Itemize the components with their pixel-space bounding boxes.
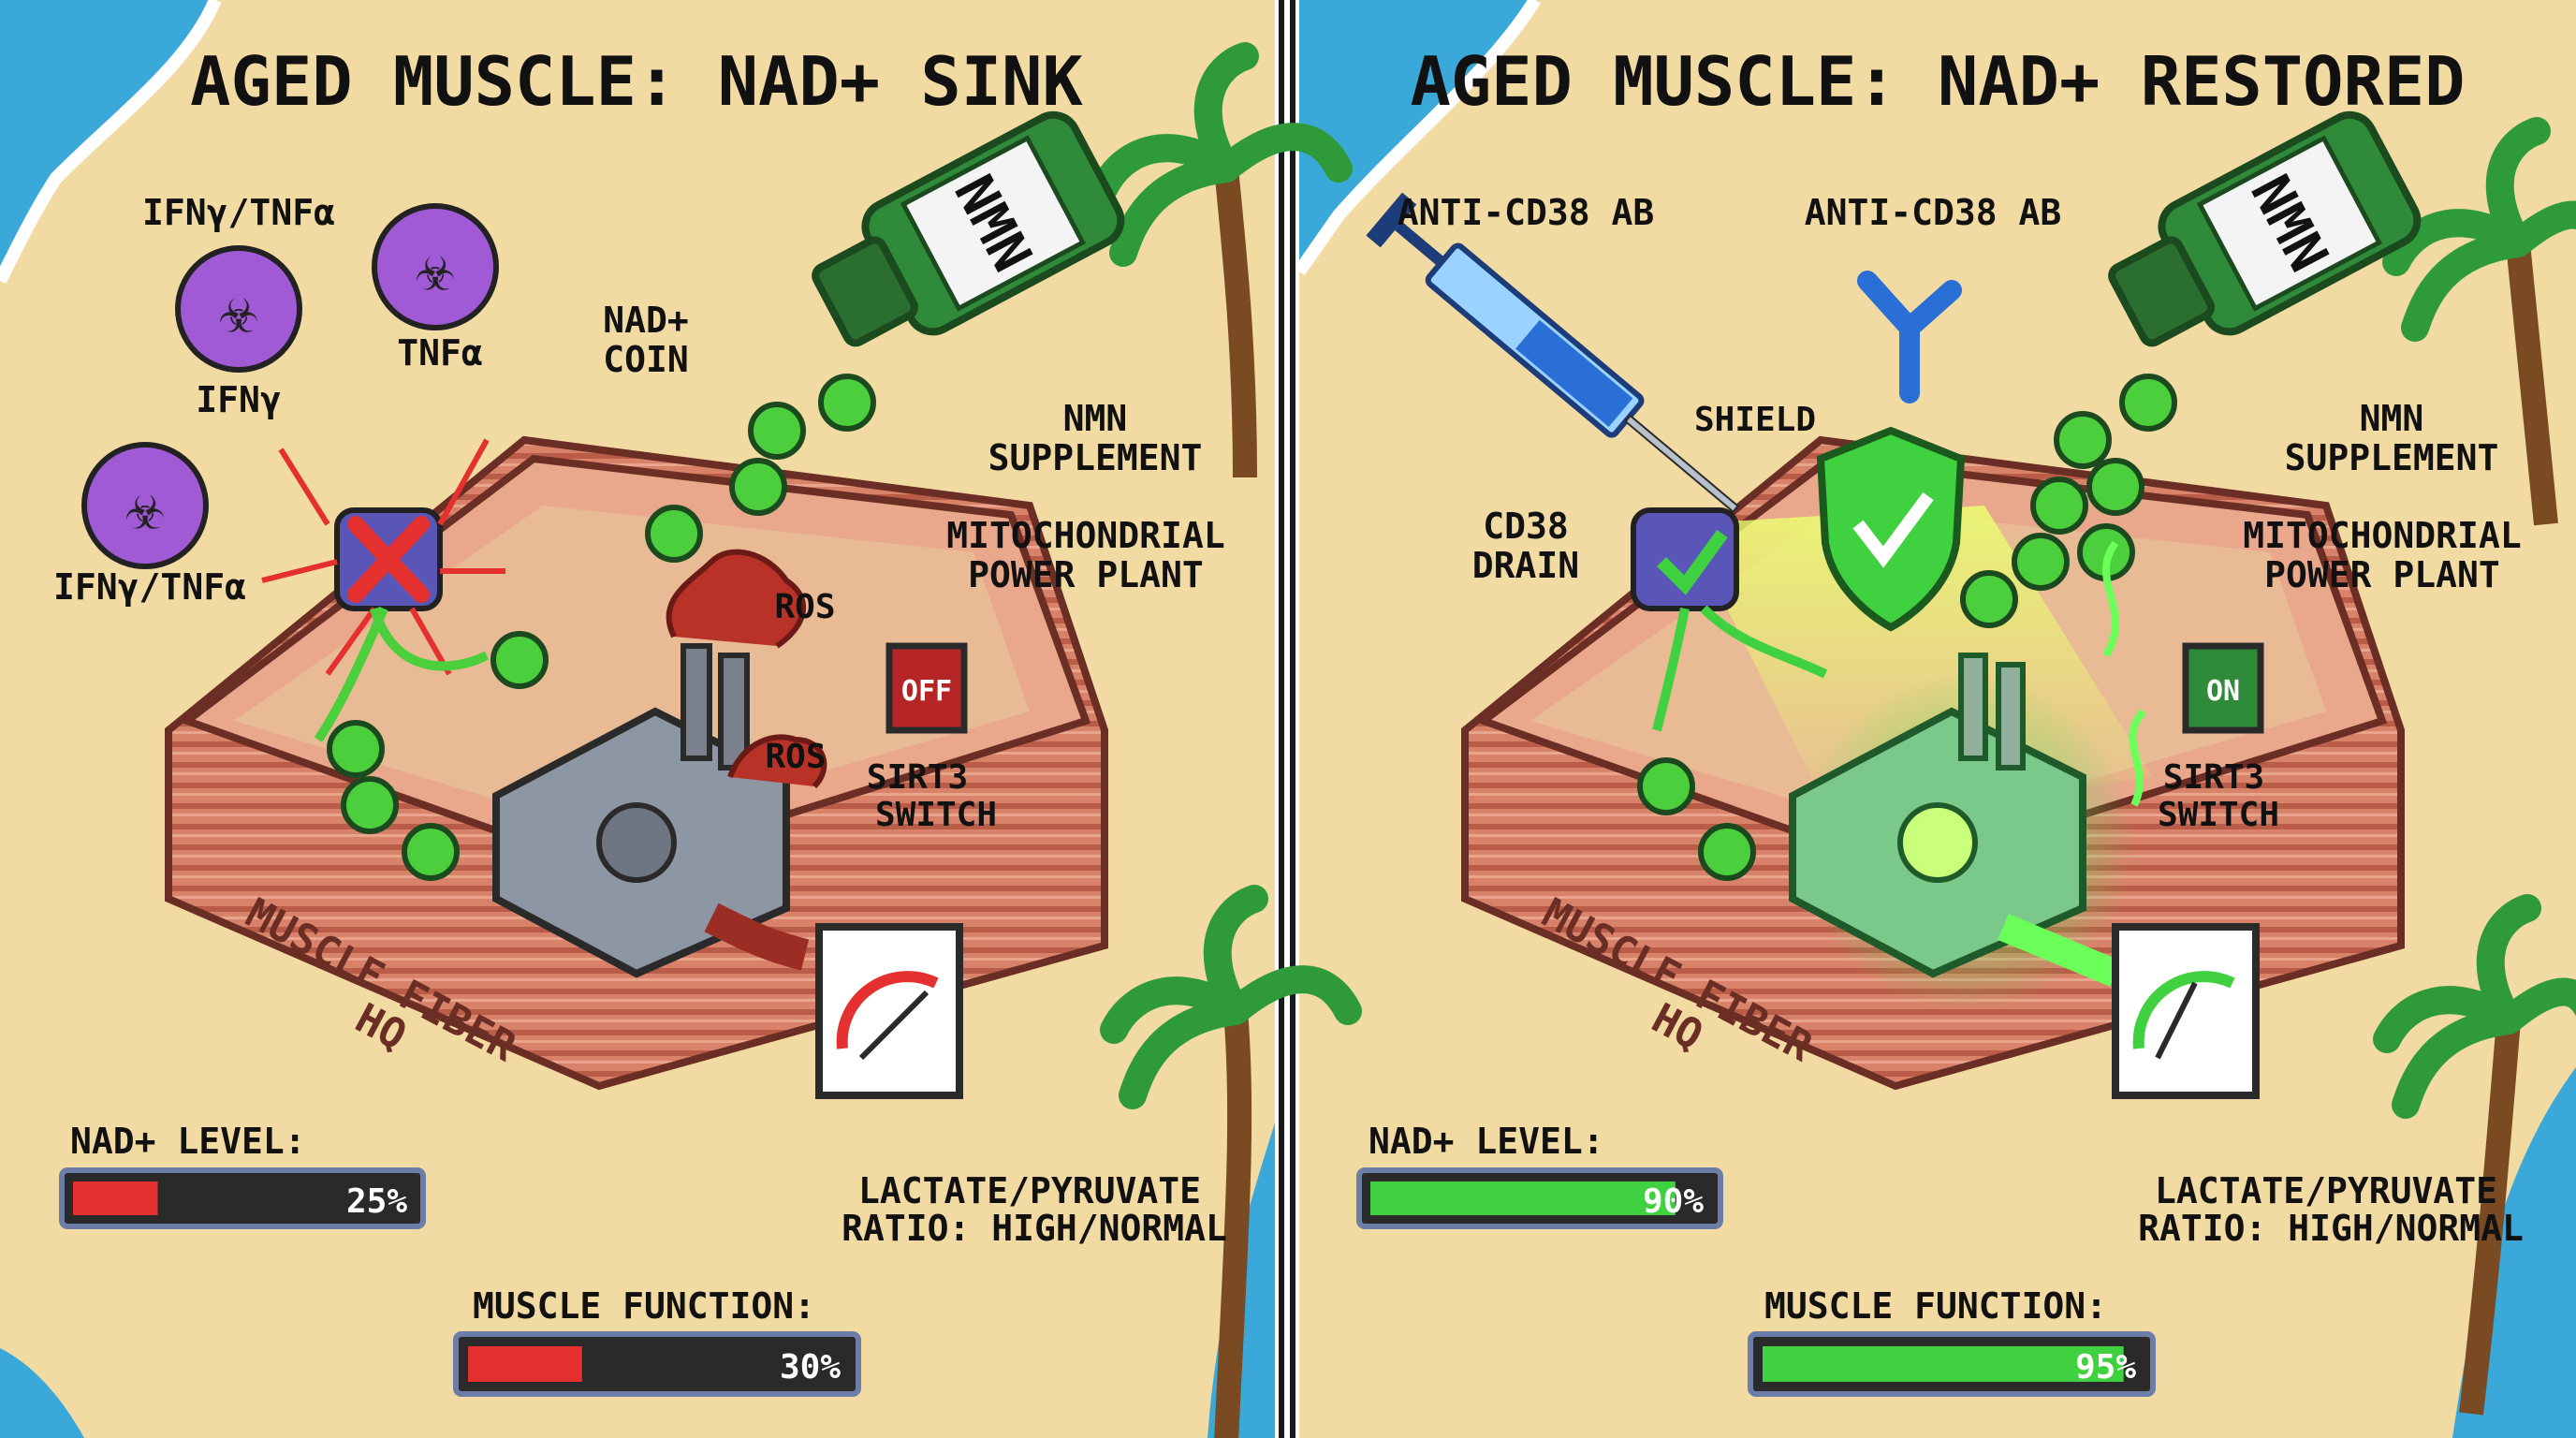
ros-label: ROS [774,588,835,626]
palm-tree-icon [1090,42,1353,478]
nmn-bottle: NMN [812,110,1125,347]
muscle-function-value: 30% [780,1348,841,1387]
nmn-label: SUPPLEMENT [988,437,1203,478]
lactate-gauge [2112,923,2260,1099]
mitochondrial-factory [492,549,827,978]
nad-level-label: NAD+ LEVEL: [70,1121,306,1162]
foam-top-right-panel [1294,0,1541,276]
nad-coin-icon [327,374,876,881]
panel-nad-sink: AGED MUSCLE: NAD+ SINK ☣ ☣ ☣ IFNγ/TNFα T… [53,42,1227,1397]
sirt3-label: SWITCH [2158,796,2279,834]
muscle-function-bar: 30% [453,1331,861,1397]
nad-level-bar: 25% [59,1167,426,1229]
gauge-needle [2155,981,2198,1060]
syringe-icon [1366,192,1740,514]
cd38-receptor-blocked [261,438,505,742]
switch-state: OFF [901,675,952,708]
ros-label: ROS [765,738,826,776]
palm-tree-icon [2373,894,2576,1416]
nad-level-fill [1370,1181,1676,1215]
svg-text:☣: ☣ [416,229,455,306]
sirt3-label: SIRT3 [2163,758,2264,797]
panel-title: AGED MUSCLE: NAD+ RESTORED [1410,42,2465,121]
muscle-function-fill [468,1346,582,1382]
nad-level-value: 90% [1643,1182,1704,1221]
nmn-label: NMN [2360,398,2424,439]
cd38-receptor [1631,507,1828,732]
nad-coin-label: NAD+ [603,300,689,341]
panel-divider [1275,0,1299,1438]
biohazard-icon: ☣ [175,245,302,373]
lactate-label: RATIO: HIGH/NORMAL [2138,1208,2524,1249]
nad-coin-label: COIN [603,339,689,380]
foam-top-left [0,0,222,285]
cd38-label: DRAIN [1472,545,1579,586]
cytokine-label: TNFα [397,332,483,374]
lactate-label: RATIO: HIGH/NORMAL [842,1208,1227,1249]
muscle-function-label: MUSCLE FUNCTION: [1764,1285,2107,1327]
cytokine-label: IFNγ/TNFα [142,192,335,233]
cytokine-label: IFNγ/TNFα [53,566,246,608]
sirt3-label: SWITCH [875,796,997,834]
sirt3-label: SIRT3 [867,758,968,797]
nmn-label: NMN [1063,398,1128,439]
cd38-label: CD38 [1483,506,1569,547]
muscle-function-label: MUSCLE FUNCTION: [473,1285,815,1327]
palm-tree-icon [1100,885,1362,1438]
switch-state: ON [2206,675,2240,708]
gauge-needle [858,990,929,1061]
mito-label: MITOCHONDRIAL [2243,515,2521,556]
sirt3-switch: ON [2182,642,2264,734]
shield-label: SHIELD [1694,401,1816,439]
mito-label: MITOCHONDRIAL [946,515,1224,556]
nad-level-fill [73,1181,158,1215]
ocean-bottom-left [0,1348,84,1438]
antibody-label: ANTI-CD38 AB [1805,192,2062,233]
biohazard-icon: ☣ [81,442,209,569]
nad-level-value: 25% [346,1182,407,1221]
muscle-function-fill [1763,1346,2124,1382]
palm-tree-icon [2382,117,2576,526]
panel-title: AGED MUSCLE: NAD+ SINK [190,42,1083,121]
lactate-gauge [815,923,963,1099]
svg-text:☣: ☣ [125,468,165,545]
svg-text:☣: ☣ [219,271,258,348]
muscle-function-bar: 95% [1748,1331,2156,1397]
nad-level-bar: 90% [1356,1167,1723,1229]
nmn-bottle: NMN [2108,110,2422,347]
lactate-label: LACTATE/PYRUVATE [2155,1170,2497,1211]
sirt3-switch: OFF [886,642,968,734]
muscle-function-value: 95% [2075,1348,2136,1387]
antibody-label: ANTI-CD38 AB [1398,192,1655,233]
biohazard-icon: ☣ [372,203,499,330]
shield-icon [1816,426,1966,632]
nmn-label: SUPPLEMENT [2285,437,2499,478]
mito-label: POWER PLANT [968,554,1204,595]
panel-nad-restored: AGED MUSCLE: NAD+ RESTORED ANTI-CD38 AB … [1356,42,2524,1397]
nad-level-label: NAD+ LEVEL: [1368,1121,1604,1162]
cytokine-label: IFNγ [196,379,282,420]
mitochondrial-factory-active [1789,540,2147,1011]
lactate-label: LACTATE/PYRUVATE [858,1170,1201,1211]
antibody-icon [1857,271,1962,404]
mito-label: POWER PLANT [2264,554,2500,595]
